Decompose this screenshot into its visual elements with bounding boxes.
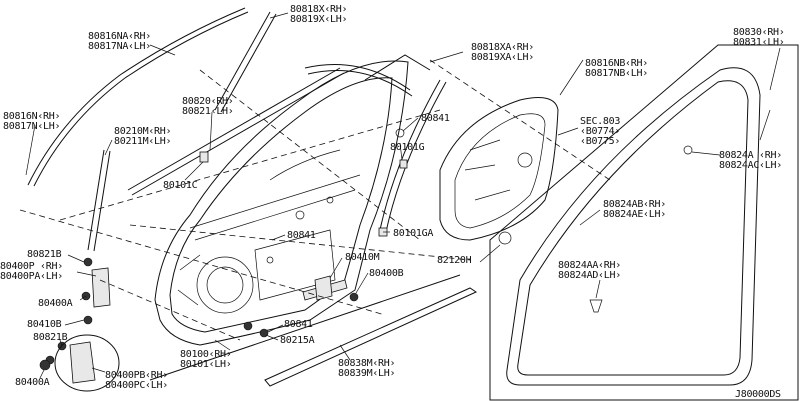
lower-strip: [149, 274, 461, 381]
dashed-guides: [19, 59, 611, 341]
label-80818xa: 80818XA‹RH›80819XA‹LH›: [471, 42, 534, 63]
lower-moulding: [264, 287, 478, 387]
label-80841-bot: 80841: [284, 319, 313, 330]
door-check: [302, 275, 348, 301]
label-80215a: 80215A: [280, 335, 315, 346]
label-80816n: 80816N‹RH›80817N‹LH›: [3, 111, 61, 132]
label-80101ga: 80101GA: [393, 228, 434, 239]
leader-lines: [25, 12, 781, 379]
hinge-lower: [45, 341, 96, 384]
diagram-code: J80000DS: [735, 389, 781, 400]
label-80838m: 80838M‹RH›80839M‹LH›: [338, 358, 396, 379]
label-80830: 80830‹RH›80831‹LH›: [733, 27, 785, 48]
label-80210m: 80210M‹RH›80211M‹LH›: [114, 126, 172, 147]
label-80824a: 80824A ‹RH›80824AC‹LH›: [719, 150, 782, 171]
label-80841-top: 80841: [421, 113, 450, 124]
label-80820: 80820‹RH›80821‹LH›: [182, 96, 234, 117]
door-shell: [154, 60, 409, 346]
label-80410b: 80410B: [27, 319, 62, 330]
window-regulator-rail: [87, 149, 111, 252]
label-80818x: 80818X‹RH›80819X‹LH›: [290, 4, 348, 25]
label-80410m: 80410M: [345, 252, 380, 263]
label-80821b-top: 80821B: [27, 249, 62, 260]
upper-sash-moulding: [27, 7, 249, 187]
hinge-upper: [81, 257, 111, 308]
label-80101c: 80101C: [163, 180, 198, 191]
label-80101g: 80101G: [390, 142, 425, 153]
door-weatherstrip: [506, 67, 761, 386]
label-80816nb: 80816NB‹RH›80817NB‹LH›: [585, 58, 648, 79]
highlight-circle: [54, 334, 120, 392]
label-80816na: 80816NA‹RH›80817NA‹LH›: [88, 31, 151, 52]
label-80400a-bot: 80400A: [15, 377, 50, 388]
label-80824aa: 80824AA‹RH›80824AD‹LH›: [558, 260, 621, 281]
door-trim-panel: [439, 97, 559, 241]
front-channel-strip: [214, 11, 277, 113]
label-80841-mid: 80841: [287, 230, 316, 241]
fasteners: [39, 128, 693, 371]
label-80400pb: 80400PB‹RH›80400PC‹LH›: [105, 370, 168, 391]
label-80100: 80100‹RH›80101‹LH›: [180, 349, 232, 370]
rear-sash-strip: [379, 79, 447, 233]
label-80400a-top: 80400A: [38, 298, 73, 309]
label-80824ab: 80824AB‹RH›80824AE‹LH›: [603, 199, 666, 220]
weatherstrip-frame: [489, 44, 799, 401]
label-sec803: SEC.803‹B0774›‹B0775›: [580, 116, 621, 147]
label-80400b: 80400B: [369, 268, 404, 279]
label-80400p: 80400P ‹RH›80400PA‹LH›: [0, 261, 63, 282]
label-80821b-bot: 80821B: [33, 332, 68, 343]
label-82120h: 82120H: [437, 255, 472, 266]
sash-rail-strip: [304, 54, 431, 97]
